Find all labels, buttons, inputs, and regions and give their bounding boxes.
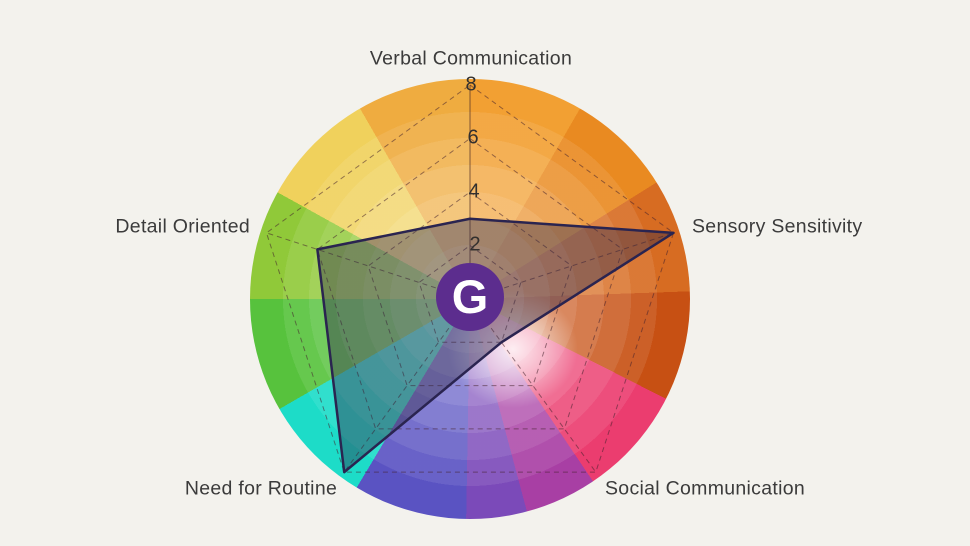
axis-label-sensory-sensitivity: Sensory Sensitivity <box>692 215 863 238</box>
scale-tick-6: 6 <box>467 126 479 149</box>
axis-label-social-communication: Social Communication <box>605 477 805 500</box>
axis-label-verbal-communication: Verbal Communication <box>369 47 573 70</box>
scale-tick-8: 8 <box>465 73 477 96</box>
g-logo-letter: G <box>451 269 489 323</box>
axis-label-detail-oriented: Detail Oriented <box>115 215 250 238</box>
g-logo-badge: G <box>436 263 504 331</box>
scale-tick-4: 4 <box>468 180 480 203</box>
scale-tick-2: 2 <box>469 233 481 256</box>
axis-label-need-for-routine: Need for Routine <box>184 477 338 500</box>
